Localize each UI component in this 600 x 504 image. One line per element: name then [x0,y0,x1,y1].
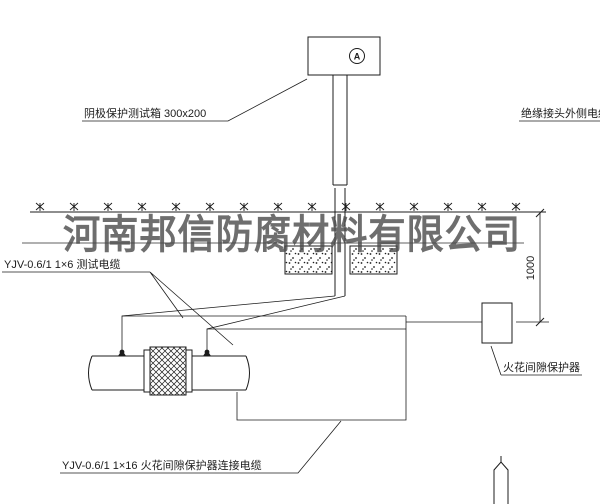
protector-cable-return [236,316,407,421]
weld-point-left-icon [118,349,126,356]
test-box-leader [82,78,308,122]
concrete-block-right [349,245,398,275]
test-box [307,36,381,76]
protector-cable-leader [60,420,342,474]
meter-circle-icon [349,48,365,64]
watermark: 河南邦信防腐材料有限公司 [22,212,524,257]
dimension-1000-label: 1000 [525,256,537,280]
concrete-block-left [284,245,333,275]
weld-point-right-icon [203,349,211,356]
spark-gap-protector-label: 火花间隙保护器 [503,360,580,374]
dimension-1000 [516,208,549,327]
test-cable-leader [2,271,234,346]
meter-symbol-label: A [354,52,361,62]
watermark-text: 河南邦信防腐材料有限公司 [63,212,521,257]
insulated-joint-cable-label: 绝缘接头外侧电缆 [521,106,600,120]
conduit-riser [332,75,348,186]
bottom-right-partial-symbol [493,456,509,504]
spark-gap-protector-leader [490,345,582,376]
test-box-label: 阴极保护测试箱 300x200 [84,106,206,120]
ground-hatch-icons [35,202,521,212]
test-cable-right [206,295,346,352]
insulating-joint [143,346,193,396]
test-cable-label: YJV-0.6/1 1×6 测试电缆 [4,258,120,271]
spark-gap-protector [481,302,513,344]
pipeline-break-symbols [88,355,250,391]
protector-cable-label: YJV-0.6/1 1×16 火花间隙保护器连接电缆 [62,458,262,472]
